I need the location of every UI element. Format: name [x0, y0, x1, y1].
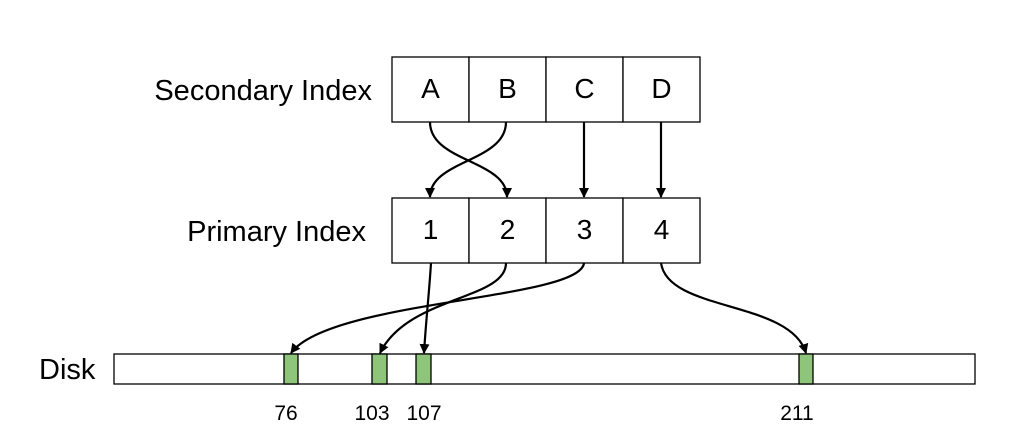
secondary-index-row: Secondary Index A B C D: [154, 56, 701, 123]
secondary-index-cell-c: C: [545, 56, 624, 123]
disk-row: Disk 76 103 107 211: [39, 353, 976, 425]
disk-address-label: 76: [274, 402, 297, 425]
primary-index-cell-4: 4: [622, 197, 701, 264]
primary-key: 1: [423, 214, 439, 245]
secondary-key: C: [574, 73, 594, 104]
disk-address-label: 103: [354, 402, 389, 425]
disk-label: Disk: [39, 354, 96, 386]
primary-key: 4: [654, 214, 670, 245]
disk-bar: [113, 353, 976, 385]
primary-index-cell-1: 1: [391, 197, 470, 264]
secondary-index-cell-d: D: [622, 56, 701, 123]
secondary-key: B: [498, 73, 517, 104]
secondary-key: D: [651, 73, 671, 104]
disk-block-76: [283, 353, 299, 385]
arrow-2-to-103: [379, 262, 508, 354]
disk-block-103: [371, 353, 388, 385]
primary-key: 2: [500, 214, 516, 245]
primary-to-disk-arrows: [290, 262, 809, 354]
disk-address-label: 107: [406, 402, 441, 425]
arrow-1-to-107: [419, 262, 433, 354]
arrow-4-to-211: [659, 262, 809, 354]
secondary-index-cell-a: A: [391, 56, 470, 123]
disk-block-107: [415, 353, 432, 385]
secondary-to-primary-arrows: [425, 121, 666, 198]
disk-block-211: [798, 353, 814, 385]
disk-address-label: 211: [780, 402, 813, 425]
secondary-key: A: [421, 73, 440, 104]
secondary-index-cell-b: B: [468, 56, 547, 123]
secondary-index-label: Secondary Index: [154, 75, 372, 107]
primary-index-cell-2: 2: [468, 197, 547, 264]
primary-key: 3: [577, 214, 593, 245]
arrow-3-to-76: [290, 262, 586, 354]
primary-index-label: Primary Index: [187, 216, 366, 248]
primary-index-row: Primary Index 1 2 3 4: [187, 197, 701, 264]
arrow-b-to-1: [425, 121, 508, 198]
primary-index-cell-3: 3: [545, 197, 624, 264]
